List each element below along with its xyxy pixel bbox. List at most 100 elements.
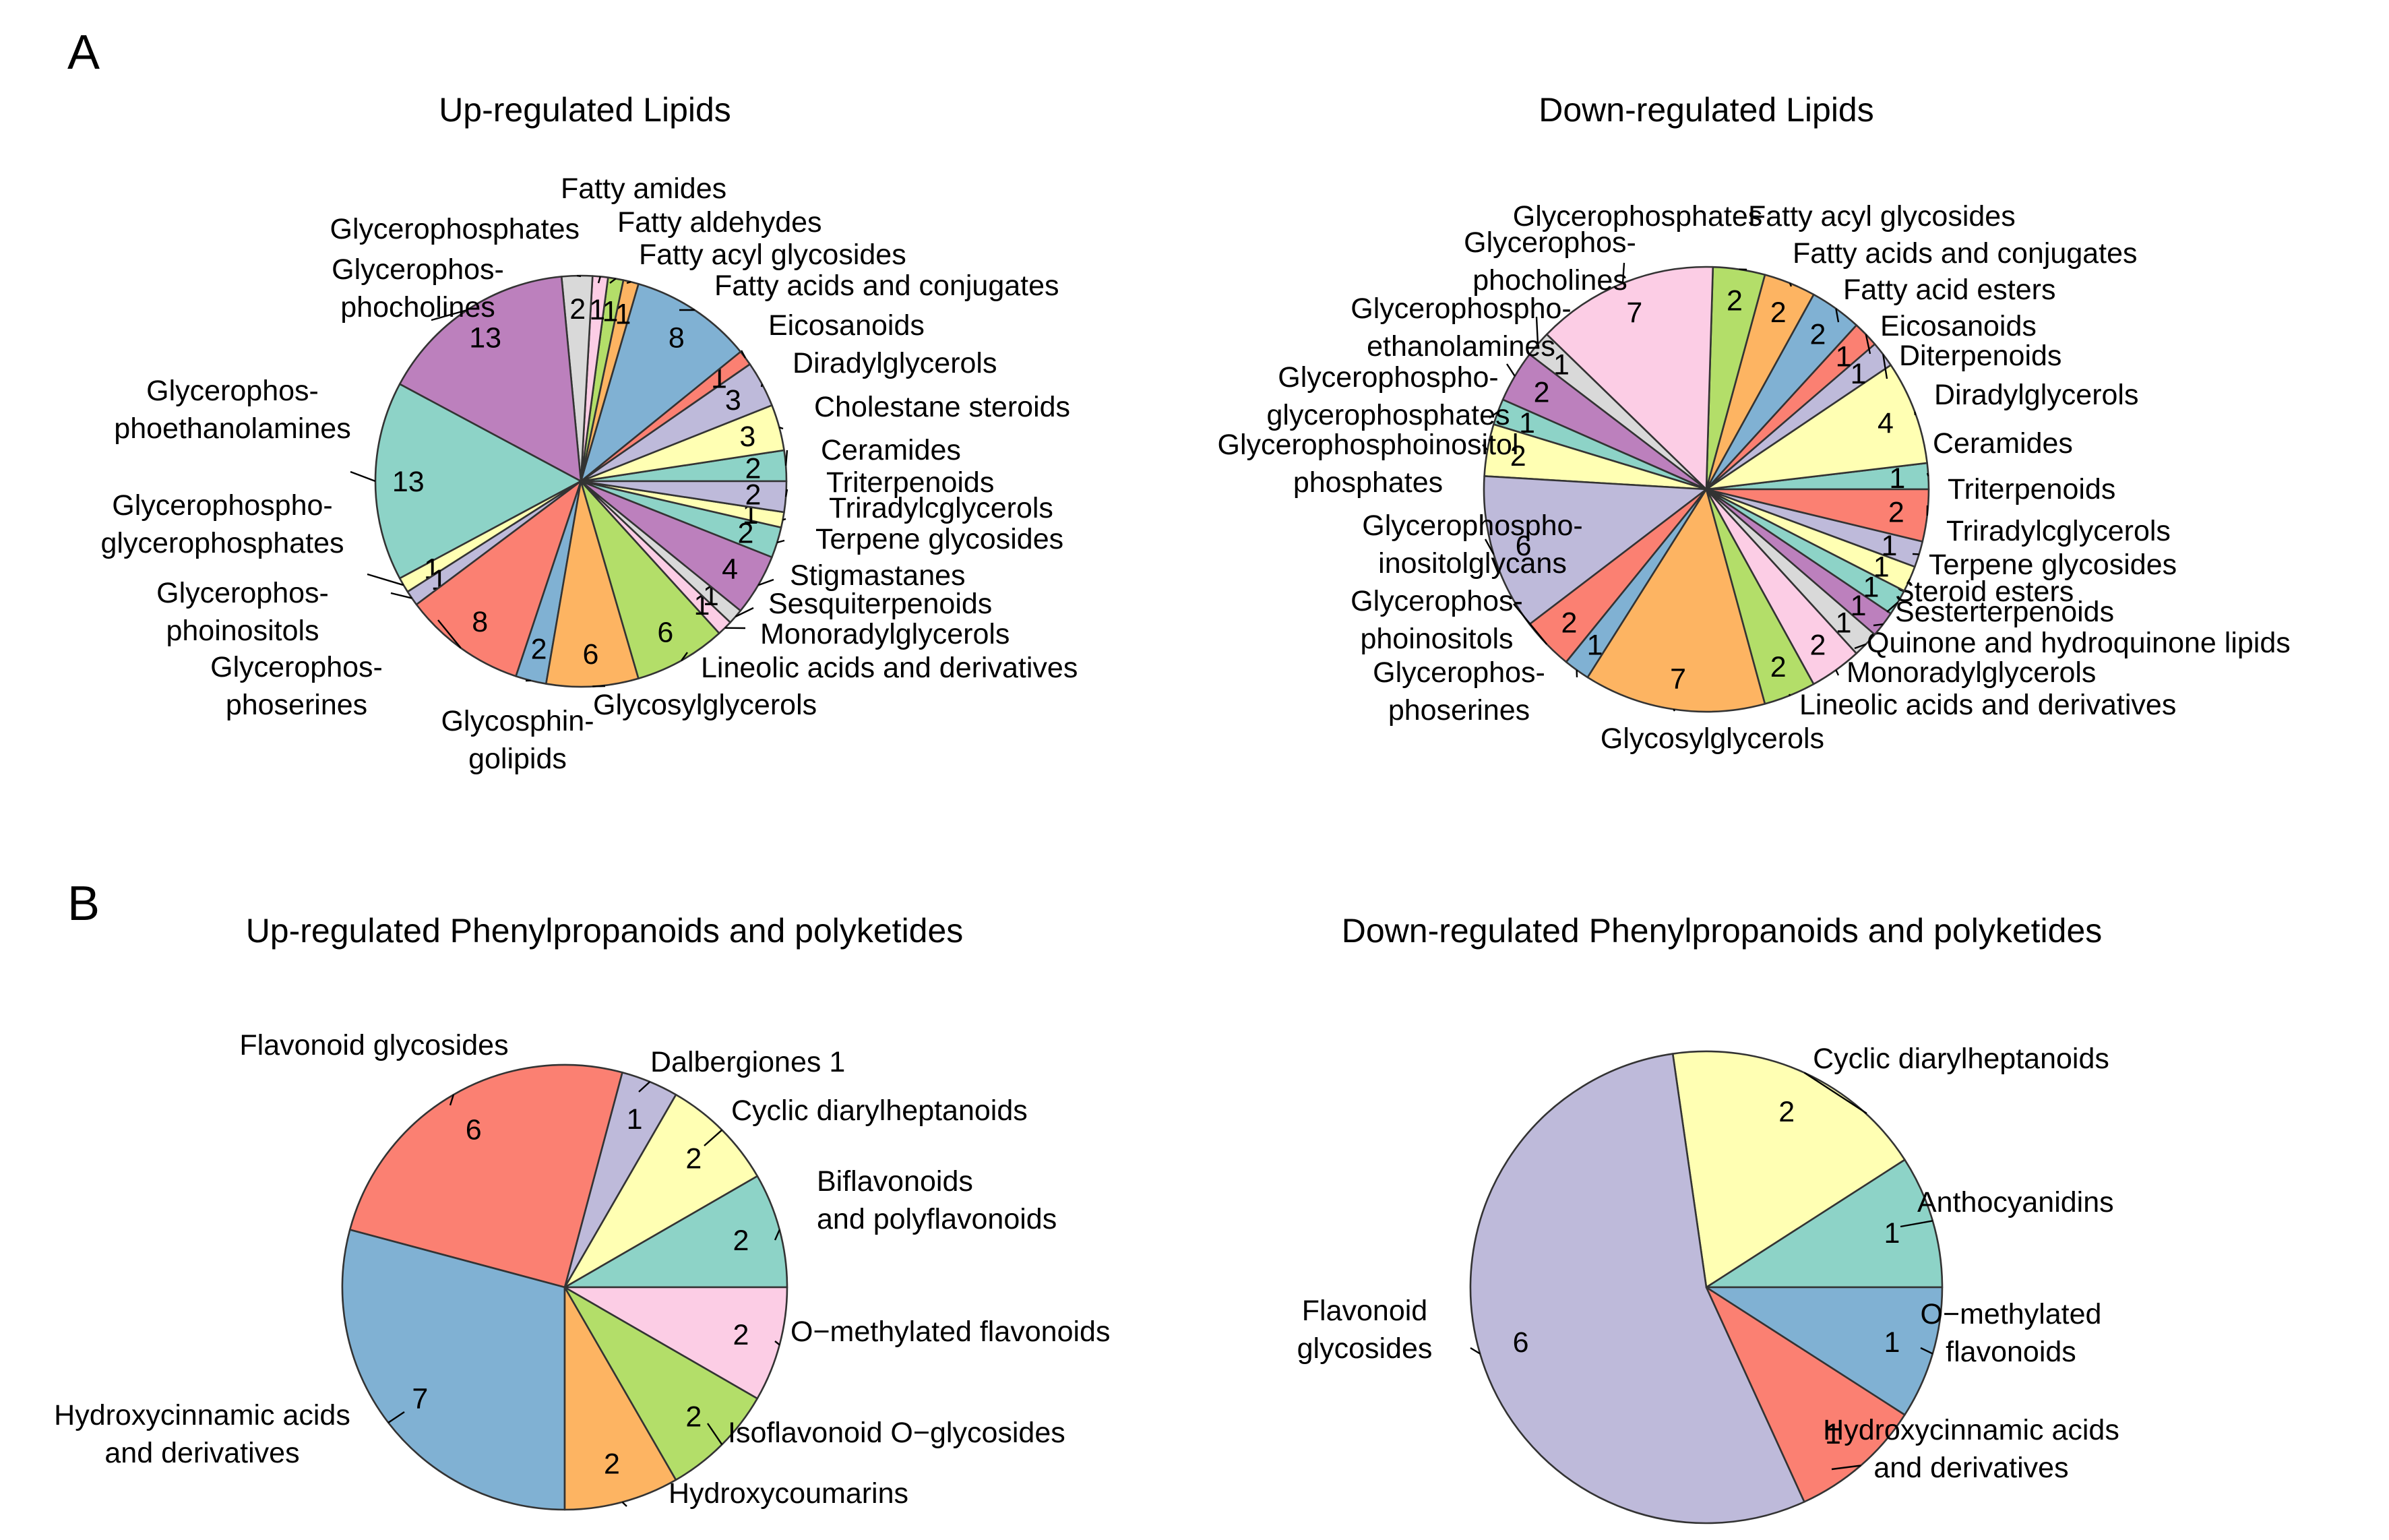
leader-line-glycerophos-phoserines xyxy=(437,619,462,649)
slice-count-glycerophos-phoserines: 1 xyxy=(1587,629,1603,662)
leader-line-stigmastanes xyxy=(757,578,774,586)
slice-label-cyclic-diarylheptanoids: Cyclic diarylheptanoids xyxy=(1813,1043,2109,1075)
leader-line-o-methylated-flavonoids xyxy=(774,1341,780,1346)
leader-line-lineolic-acids-and-derivatives xyxy=(681,652,688,661)
slice-label-glycerophospho-ethanolamines: Glycerophospho-ethanolamines xyxy=(1351,292,1571,363)
slice-count-glycerophospho-glycerophosphates: 1 xyxy=(1519,407,1535,439)
leader-line-eicosanoids xyxy=(740,350,747,359)
slice-count-fatty-aldehydes: 1 xyxy=(602,296,618,328)
slice-label-lineolic-acids-and-derivatives: Lineolic acids and derivatives xyxy=(1799,689,2176,721)
chart-title-up-phenylpropanoids: Up-regulated Phenylpropanoids and polyke… xyxy=(246,912,964,950)
slice-label-glycerophosphates: Glycerophosphates xyxy=(330,213,580,245)
leader-line-quinone-and-hydroquinone-lipids xyxy=(1854,643,1867,650)
slice-label-glycerophos-phocholines: Glycerophos-phocholines xyxy=(1464,226,1636,297)
slice-label-o-methylated-flavonoids: O−methylated flavonoids xyxy=(790,1316,1110,1348)
slice-count-cholestane-steroids: 3 xyxy=(739,421,755,453)
slice-label-ceramides: Ceramides xyxy=(821,434,961,466)
slice-label-glycerophosphates: Glycerophosphates xyxy=(1513,200,1763,233)
slice-label-triterpenoids: Triterpenoids xyxy=(826,466,994,499)
slice-count-biflavonoids-and-polyflavonoids: 2 xyxy=(733,1225,749,1257)
slice-label-glycerophos-phoserines: Glycerophos-phoserines xyxy=(210,651,383,721)
leader-line-glycerophosphoinositol-phosphates xyxy=(1482,444,1489,451)
leader-line-fatty-acid-esters xyxy=(1835,308,1840,323)
slice-count-glycerophos-phoserines: 8 xyxy=(472,606,488,638)
chart-title-down-phenylpropanoids: Down-regulated Phenylpropanoids and poly… xyxy=(1342,912,2103,950)
leader-line-lineolic-acids-and-derivatives xyxy=(1788,694,1791,696)
panel-letter-b: B xyxy=(67,877,100,931)
slice-label-glycosylglycerols: Glycosylglycerols xyxy=(593,689,817,721)
leader-line-cholestane-steroids xyxy=(779,426,784,430)
slice-label-triradylcglycerols: Triradylcglycerols xyxy=(1946,515,2171,547)
slice-count-monoradylglycerols: 2 xyxy=(1809,629,1826,662)
slice-label-fatty-acids-and-conjugates: Fatty acids and conjugates xyxy=(714,270,1059,302)
leader-line-glycerophos-phoethanolamines xyxy=(350,470,376,483)
pie-slice-triterpenoids xyxy=(1705,488,1930,543)
pie-chart-up-phenylpropanoids: Up-regulated Phenylpropanoids and polyke… xyxy=(54,912,1110,1511)
slice-label-dalbergiones-1: Dalbergiones 1 xyxy=(650,1046,845,1078)
slice-count-terpene-glycosides: 1 xyxy=(1873,551,1890,583)
chart-title-up-lipids: Up-regulated Lipids xyxy=(439,91,731,129)
leader-line-flavonoid-glycosides xyxy=(449,1094,455,1106)
slice-label-steroid-esters: Steroid esters xyxy=(1895,576,2074,608)
slice-count-anthocyanidins: 1 xyxy=(1884,1217,1900,1250)
slice-label-glycerophos-phoinositols: Glycerophos-phoinositols xyxy=(156,577,329,647)
leader-line-terpene-glycosides xyxy=(1906,578,1911,584)
slice-label-fatty-aldehydes: Fatty aldehydes xyxy=(617,206,822,239)
leader-line-glycerophos-phocholines xyxy=(1535,316,1539,344)
leader-line-monoradylglycerols xyxy=(1835,669,1840,676)
slice-count-ceramides: 2 xyxy=(745,453,762,485)
slice-label-ceramides: Ceramides xyxy=(1933,427,2073,460)
leader-line-ceramides xyxy=(784,450,788,466)
slice-label-anthocyanidins: Anthocyanidins xyxy=(1917,1186,2114,1219)
slice-count-isoflavonoid-o-glycosides: 2 xyxy=(685,1400,702,1433)
slice-label-glycerophospho-glycerophosphates: Glycerophospho-glycerophosphates xyxy=(1267,361,1510,431)
slice-count-cyclic-diarylheptanoids: 2 xyxy=(1778,1096,1795,1128)
leader-line-flavonoid-glycosides xyxy=(1470,1347,1481,1355)
pie-slice-hydroxycinnamic-acids-and-derivatives xyxy=(341,1229,566,1511)
slice-label-glycerophos-phoinositols: Glycerophos-phoinositols xyxy=(1351,585,1523,655)
slice-label-quinone-and-hydroquinone-lipids: Quinone and hydroquinone lipids xyxy=(1867,627,2291,659)
slice-count-o-methylated-flavonoids: 1 xyxy=(1884,1326,1900,1359)
slice-count-fatty-acid-esters: 2 xyxy=(1809,318,1826,350)
leader-line-glycerophos-phoinositols xyxy=(1513,603,1548,645)
leader-line-fatty-acyl-glycosides xyxy=(626,281,631,284)
leader-line-o-methylated-flavonoids xyxy=(1920,1347,1933,1355)
leader-line-hydroxycoumarins xyxy=(621,1501,627,1507)
slice-count-hydroxycinnamic-acids-and-derivatives: 7 xyxy=(412,1383,428,1415)
slice-count-o-methylated-flavonoids: 2 xyxy=(733,1319,749,1351)
slice-count-hydroxycinnamic-acids-and-derivatives: 1 xyxy=(1825,1418,1841,1450)
slice-label-sesterterpenoids: Sesterterpenoids xyxy=(1895,596,2114,628)
slice-label-diterpenoids: Diterpenoids xyxy=(1899,340,2061,372)
slice-label-eicosanoids: Eicosanoids xyxy=(768,309,925,342)
slice-label-glycosphin-golipids: Glycosphin-golipids xyxy=(441,705,594,775)
slice-label-hydroxycoumarins: Hydroxycoumarins xyxy=(669,1477,908,1510)
leader-line-sesquiterpenoids xyxy=(735,607,754,617)
pie-chart-up-lipids: Up-regulated Lipids 2Ceramides3Cholestan… xyxy=(101,91,1078,775)
leader-line-sesterterpenoids xyxy=(1873,623,1884,627)
slice-label-triradylcglycerols: Triradylcglycerols xyxy=(829,492,1053,524)
leader-line-glycosylglycerols xyxy=(592,685,606,687)
slice-count-glycosphin-golipids: 2 xyxy=(531,634,547,666)
leader-line-glycerophos-phocholines xyxy=(431,309,468,321)
chart-title-down-lipids: Down-regulated Lipids xyxy=(1539,91,1874,129)
slice-count-eicosanoids: 1 xyxy=(1836,340,1852,373)
slice-count-cyclic-diarylheptanoids: 2 xyxy=(685,1143,702,1175)
slice-label-diradylglycerols: Diradylglycerols xyxy=(1934,379,2138,411)
slice-count-lineolic-acids-and-derivatives: 2 xyxy=(1770,651,1787,683)
slice-label-diradylglycerols: Diradylglycerols xyxy=(793,347,997,379)
slice-label-glycerophos-phoethanolamines: Glycerophos-phoethanolamines xyxy=(114,375,350,445)
slice-count-glycerophospho-inositolglycans: 6 xyxy=(1516,530,1532,562)
leader-line-triterpenoids xyxy=(784,489,788,497)
pie-slice-lineolic-acids-and-derivatives xyxy=(580,480,720,680)
slice-count-glycerophosphates: 2 xyxy=(569,293,586,326)
slice-count-hydroxycoumarins: 2 xyxy=(604,1448,620,1480)
slice-label-cyclic-diarylheptanoids: Cyclic diarylheptanoids xyxy=(731,1095,1028,1127)
slice-label-glycerophospho-inositolglycans: Glycerophospho-inositolglycans xyxy=(1362,510,1582,580)
leader-line-cyclic-diarylheptanoids xyxy=(704,1129,723,1146)
slice-count-glycerophosphoinositol-phosphates: 2 xyxy=(1510,440,1526,472)
leader-line-dalbergiones-1 xyxy=(638,1081,651,1092)
slice-count-glycerophosphates: 7 xyxy=(1626,297,1642,329)
